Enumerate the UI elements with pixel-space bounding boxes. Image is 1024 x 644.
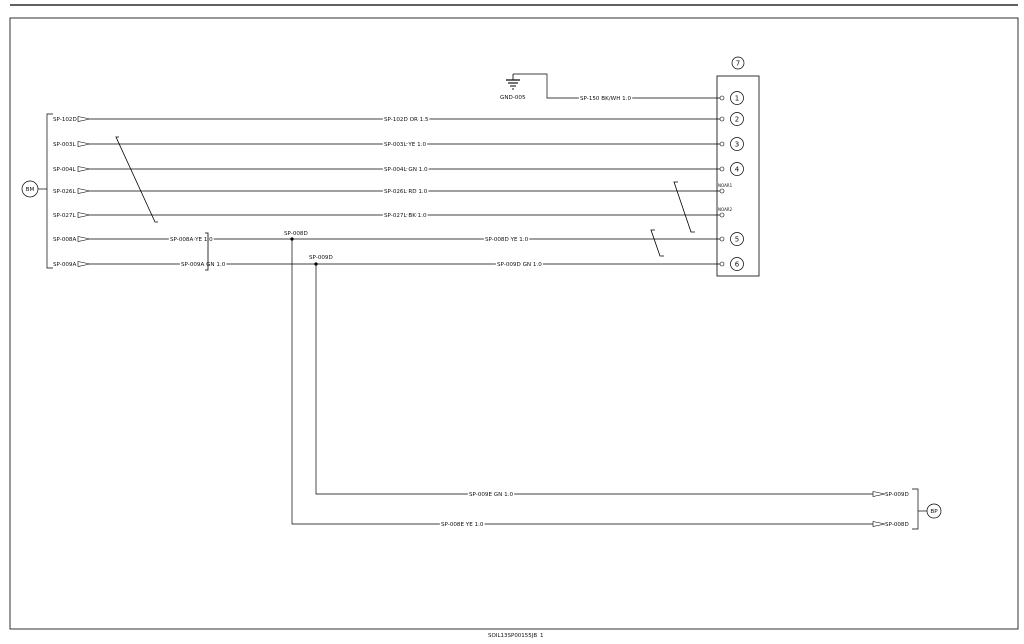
terminal-label: SP-003L (53, 142, 76, 148)
splice-008d-label: SP-008D (284, 231, 308, 237)
pin-contact (719, 141, 725, 147)
pin-contact (719, 212, 725, 218)
terminal-label: SP-026L (53, 189, 76, 195)
bp-connector-bubble (926, 503, 942, 519)
ground-wire-label: SP-150 BK/WH 1.0 (580, 96, 632, 102)
pin-number: 2 (735, 116, 739, 124)
pin-number: 4 (735, 166, 740, 174)
wire-label: SP-027L BK 1.0 (384, 213, 427, 219)
wire-label: SP-026L RD 1.0 (384, 189, 428, 195)
terminal-label: SP-008A (53, 237, 76, 243)
terminal-arrow (872, 521, 886, 527)
device-block (716, 75, 760, 277)
left-terminal-sp-008a: SP-008A SP-008A YE 1.0 (53, 236, 292, 245)
pin-bubble (730, 112, 744, 126)
pin-contact (719, 188, 725, 194)
splice-branches (291, 239, 873, 525)
terminal-label: SP-004L (53, 167, 76, 173)
pin-bubble (730, 137, 744, 151)
terminal-label: SP-009D (885, 492, 909, 498)
terminal-label: SP-008D (885, 522, 909, 528)
bp-bracket (912, 488, 919, 530)
terminal-arrow (77, 236, 91, 242)
pin-label: NOAR2 (718, 207, 733, 212)
terminal-arrow (872, 491, 886, 497)
device-number: 7 (736, 60, 740, 68)
wire-label: SP-008D YE 1.0 (485, 237, 529, 243)
bm-connector-label: BM (26, 187, 35, 193)
left-terminal-sp-004l: SP-004L SP-004L GN 1.0 4 (53, 162, 744, 176)
wire-label: SP-009A GN 1.0 (181, 262, 226, 268)
terminal-label: SP-102D (53, 117, 77, 123)
terminal-arrow (77, 141, 91, 147)
pin-contact (719, 261, 725, 267)
left-terminal-sp-026l: SP-026L SP-026L RD 1.0 NOAR1 (53, 183, 733, 197)
left-terminal-sp-027l: SP-027L SP-027L BK 1.0 NOAR2 (53, 207, 733, 221)
splice-wire-sp-008d: SP-008D YE 1.0 5 (292, 232, 744, 246)
wire-label: SP-004L GN 1.0 (384, 167, 428, 173)
wire-label: SP-003L YE 1.0 (384, 142, 426, 148)
drawing-frame (9, 17, 1019, 630)
wire-label: SP-102D OR 1.5 (384, 117, 429, 123)
pin-bubble (730, 162, 744, 176)
splice-wire-sp-009d: SP-009D GN 1.0 6 (316, 257, 744, 271)
pin-label: NOAR1 (718, 183, 733, 188)
pin-number: 6 (735, 261, 740, 269)
ground-symbol (506, 73, 720, 99)
left-terminal-sp-003l: SP-003L SP-003L YE 1.0 3 (53, 137, 744, 151)
right-terminal-sp-008d: SP-008E YE 1.0 SP-008D (440, 521, 909, 530)
wire-label: SP-009E GN 1.0 (469, 492, 513, 498)
terminal-arrow (77, 212, 91, 218)
splice-009d-label: SP-009D (309, 255, 333, 261)
pin-bubble (730, 257, 744, 271)
right-terminal-sp-009d: SP-009E GN 1.0 SP-009D (468, 491, 909, 500)
terminal-arrow (77, 116, 91, 122)
pin-bubble (730, 232, 744, 246)
terminal-arrow (77, 188, 91, 194)
pin-1: 1 (719, 91, 744, 105)
wire-label: SP-009D GN 1.0 (497, 262, 542, 268)
ground-label: GND-005 (500, 95, 526, 101)
pin-contact (719, 236, 725, 242)
svg-text:1: 1 (735, 95, 739, 103)
terminal-label: SP-009A (53, 262, 76, 268)
left-terminal-sp-009a: SP-009A SP-009A GN 1.0 (53, 261, 316, 270)
pin-contact (719, 116, 725, 122)
left-terminal-sp-102d: SP-102D SP-102D OR 1.5 2 (53, 112, 744, 126)
terminal-arrow (77, 261, 91, 267)
terminal-label: SP-027L (53, 213, 76, 219)
pin-number: 5 (735, 236, 739, 244)
shield-marks (115, 136, 695, 271)
wire-label: SP-008A YE 1.0 (170, 237, 213, 243)
sheet-id: SOIL13SP00155JB (488, 633, 537, 639)
terminal-arrow (77, 166, 91, 172)
pin-contact (719, 166, 725, 172)
wire-label: SP-008E YE 1.0 (441, 522, 484, 528)
pin-number: 3 (735, 141, 739, 149)
bp-connector-label: BP (930, 509, 938, 515)
bm-bracket (46, 113, 53, 269)
page-number: 1 (540, 633, 544, 639)
device-number-bubble (731, 56, 745, 70)
